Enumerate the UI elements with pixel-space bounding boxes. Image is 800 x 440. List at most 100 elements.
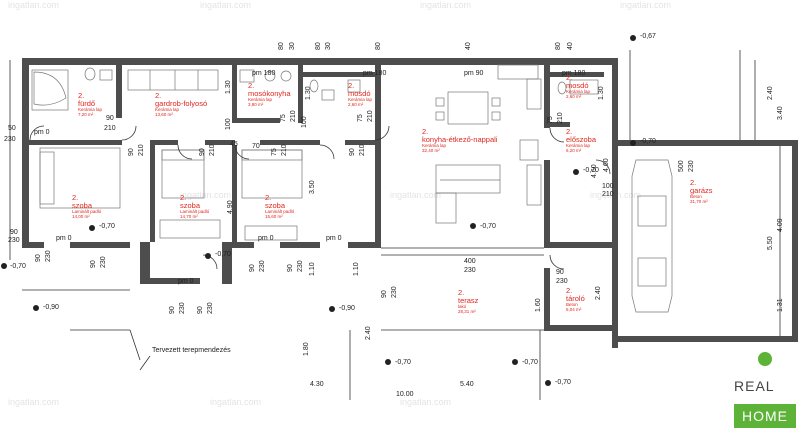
- svg-text:előszoba: előszoba: [566, 135, 597, 144]
- svg-text:-0,70: -0,70: [555, 379, 571, 386]
- svg-text:pm 0: pm 0: [56, 235, 72, 242]
- svg-text:4.60: 4.60: [591, 164, 598, 178]
- svg-text:-0,70: -0,70: [215, 251, 231, 258]
- svg-text:230: 230: [688, 160, 695, 172]
- room-szoba-1: 2. szoba Laminált padló 14,00 m²: [72, 193, 102, 219]
- svg-text:lakó: lakó: [458, 304, 467, 309]
- svg-text:210: 210: [281, 144, 288, 156]
- svg-text:90: 90: [249, 264, 256, 272]
- svg-text:mosókonyha: mosókonyha: [248, 89, 291, 98]
- svg-text:210: 210: [290, 110, 297, 122]
- svg-text:-0,67: -0,67: [640, 33, 656, 40]
- svg-text:75: 75: [271, 148, 278, 156]
- svg-text:szoba: szoba: [180, 201, 201, 210]
- room-tarolo: 2. tároló Beton 5,04 m²: [566, 286, 585, 312]
- svg-text:1.30: 1.30: [225, 80, 232, 94]
- svg-text:4.30: 4.30: [310, 381, 324, 388]
- svg-text:2.: 2.: [78, 91, 84, 100]
- room-eloszoba: 2. előszoba Kerámia lap 6,20 m²: [566, 127, 597, 153]
- svg-text:2.: 2.: [265, 193, 271, 202]
- svg-text:-0,70: -0,70: [583, 167, 599, 174]
- svg-text:500: 500: [678, 160, 685, 172]
- svg-text:2.40: 2.40: [365, 326, 372, 340]
- svg-text:4.60: 4.60: [603, 158, 610, 172]
- svg-text:pm 0: pm 0: [326, 235, 342, 242]
- furniture: [31, 64, 673, 313]
- svg-text:1.30: 1.30: [598, 86, 605, 100]
- svg-text:Kerámia lap: Kerámia lap: [248, 97, 273, 102]
- room-konyha: 2. konyha-étkező-nappali Kerámia lap 32,…: [422, 127, 498, 153]
- svg-text:90: 90: [349, 148, 356, 156]
- svg-text:Kerámia lap: Kerámia lap: [348, 97, 373, 102]
- svg-text:45: 45: [230, 141, 238, 148]
- svg-text:230: 230: [4, 136, 16, 143]
- pm-labels: pm 180 pm 180 pm 90 pm 180 pm 0 pm 0 pm …: [34, 70, 585, 285]
- svg-text:14,00 m²: 14,00 m²: [72, 214, 90, 219]
- level-marker-icon: -0,70: [470, 223, 496, 230]
- svg-text:75: 75: [547, 116, 554, 124]
- svg-text:2.: 2.: [458, 288, 464, 297]
- svg-text:mosdó: mosdó: [566, 81, 589, 90]
- svg-text:40: 40: [465, 42, 472, 50]
- watermark: ingatlan.com: [8, 397, 59, 407]
- svg-text:-0,70: -0,70: [522, 359, 538, 366]
- room-gardrob: 2. gardrob-folyosó Kerámia lap 13,60 m²: [155, 91, 207, 117]
- level-marker-icon: -0,90: [329, 305, 355, 312]
- svg-text:400: 400: [464, 258, 476, 265]
- svg-text:1.30: 1.30: [305, 86, 312, 100]
- level-marker-icon: -0,70: [630, 138, 656, 146]
- thin-lines: [9, 50, 781, 400]
- svg-text:2.40: 2.40: [595, 286, 602, 300]
- svg-text:szoba: szoba: [72, 201, 93, 210]
- room-labels: 2. fürdő Kerámia lap 7,20 m² 2. gardrob-…: [72, 73, 713, 314]
- level-marker-icon: -0,70: [512, 359, 538, 366]
- svg-text:90: 90: [90, 260, 97, 268]
- svg-text:31,70 m²: 31,70 m²: [690, 199, 708, 204]
- room-mosokonyha: 2. mosókonyha Kerámia lap 3,80 m²: [248, 81, 291, 107]
- watermark: ingatlan.com: [400, 397, 451, 407]
- svg-text:pm 180: pm 180: [252, 70, 275, 77]
- room-garazs: 2. garázs Beton 31,70 m²: [690, 178, 713, 204]
- svg-text:75: 75: [280, 114, 287, 122]
- svg-text:fürdő: fürdő: [78, 99, 95, 108]
- svg-text:-0,70: -0,70: [99, 223, 115, 230]
- svg-text:2.: 2.: [566, 286, 572, 295]
- svg-text:210: 210: [138, 144, 145, 156]
- svg-text:1.31: 1.31: [777, 298, 784, 312]
- svg-text:5.40: 5.40: [460, 381, 474, 388]
- svg-text:Kerámia lap: Kerámia lap: [566, 89, 591, 94]
- svg-text:230: 230: [100, 256, 107, 268]
- svg-text:-0,70: -0,70: [10, 263, 26, 270]
- svg-text:-0,70: -0,70: [640, 138, 656, 145]
- svg-text:210: 210: [367, 110, 374, 122]
- room-szoba-3: 2. szoba Laminált padló 15,60 m²: [265, 193, 295, 219]
- svg-text:pm 0: pm 0: [258, 235, 274, 242]
- svg-text:6,20 m²: 6,20 m²: [566, 148, 582, 153]
- svg-text:100: 100: [301, 116, 308, 128]
- svg-text:230: 230: [179, 302, 186, 314]
- level-marker-icon: -0,70: [545, 379, 571, 386]
- svg-text:konyha-étkező-nappali: konyha-étkező-nappali: [422, 135, 498, 144]
- logo-text-bottom: HOME: [734, 404, 796, 428]
- svg-text:2.40: 2.40: [767, 86, 774, 100]
- svg-text:tároló: tároló: [566, 294, 585, 303]
- svg-text:pm 0: pm 0: [34, 129, 50, 136]
- level-marker-icon: -0,70: [205, 251, 231, 259]
- svg-text:Beton: Beton: [566, 302, 578, 307]
- watermark: ingatlan.com: [390, 190, 441, 200]
- level-markers: -0,67 -0,70 -0,70 -0,70 -0,70 -0,70 -0,9…: [1, 33, 656, 386]
- svg-text:Kerámia lap: Kerámia lap: [566, 143, 591, 148]
- svg-text:2.: 2.: [248, 81, 254, 90]
- svg-text:terasz: terasz: [458, 296, 479, 305]
- svg-text:90: 90: [199, 148, 206, 156]
- svg-text:230: 230: [259, 260, 266, 272]
- svg-text:szoba: szoba: [265, 201, 286, 210]
- svg-text:1.60: 1.60: [535, 298, 542, 312]
- svg-text:Kerámia lap: Kerámia lap: [155, 107, 180, 112]
- svg-text:30: 30: [289, 42, 296, 50]
- level-marker-icon: -0,70: [385, 359, 411, 366]
- svg-text:100: 100: [225, 118, 232, 130]
- svg-text:90: 90: [10, 229, 18, 236]
- svg-text:90: 90: [128, 148, 135, 156]
- svg-text:Laminált padló: Laminált padló: [265, 209, 295, 214]
